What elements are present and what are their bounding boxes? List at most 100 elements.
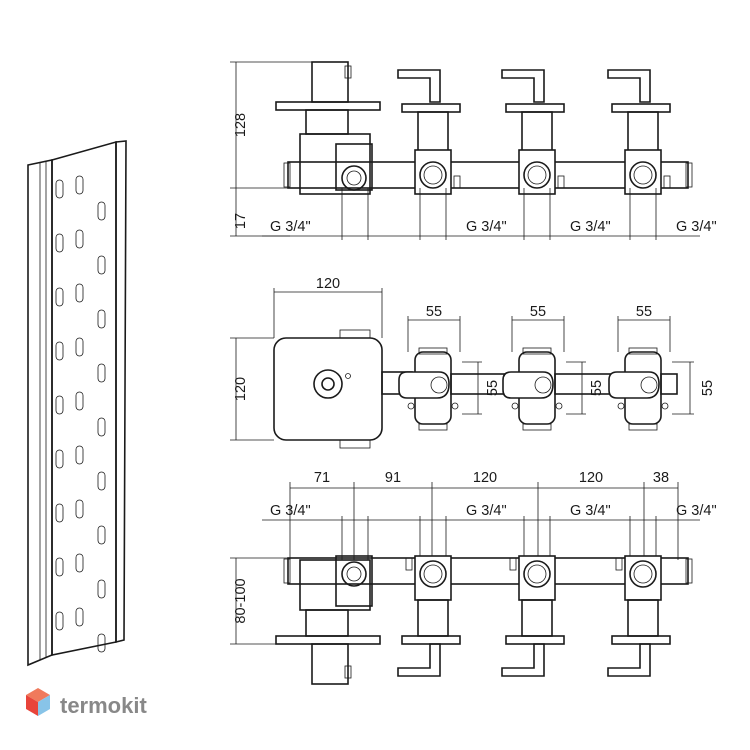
top-height-label: 128 xyxy=(233,113,249,137)
rail-slot xyxy=(97,525,106,545)
bot-dim-label-4: 120 xyxy=(579,470,603,486)
valve-handle xyxy=(397,643,441,677)
valve-clip xyxy=(509,557,517,571)
middle-plan xyxy=(230,288,694,449)
valve-clip xyxy=(557,175,565,189)
valve-outlet-thread xyxy=(423,564,443,584)
valve-escutcheon xyxy=(611,635,671,645)
mid-spacing-label-3: 55 xyxy=(636,304,652,320)
valve-outlet-thread xyxy=(633,564,653,584)
valve-body xyxy=(521,599,553,637)
brand-logo-icon xyxy=(26,688,50,716)
valve-escutcheon xyxy=(401,635,461,645)
valve-body xyxy=(417,599,449,637)
mid-spacing-label-1: 55 xyxy=(426,304,442,320)
pipe-end-left xyxy=(283,558,291,584)
rail-slot xyxy=(75,553,84,573)
valve-outlet xyxy=(419,161,447,189)
rail-slot xyxy=(55,287,64,307)
valve-body xyxy=(627,599,659,637)
valve-escutcheon xyxy=(401,103,461,113)
top-thread-label-4: G 3/4" xyxy=(676,219,717,235)
mid-side-label-1: 55 xyxy=(485,380,501,396)
valve-escutcheon xyxy=(505,103,565,113)
valve-plan-top xyxy=(418,347,448,355)
pipe-end-left xyxy=(283,162,291,188)
valve-plan-bottom xyxy=(628,423,658,431)
rail-slot xyxy=(97,633,106,653)
rail-slot xyxy=(75,283,84,303)
bot-dim-label-1: 71 xyxy=(314,470,330,486)
rail-slot xyxy=(55,341,64,361)
mid-height-label: 120 xyxy=(233,377,249,401)
valve-escutcheon xyxy=(505,635,565,645)
valve-stem xyxy=(640,376,658,394)
valve-clip xyxy=(663,175,671,189)
valve-handle xyxy=(501,643,545,677)
rail-slot xyxy=(97,363,106,383)
bot-dim-label-5: 38 xyxy=(653,470,669,486)
bot-dim-label-2: 91 xyxy=(385,470,401,486)
rail-slot xyxy=(75,175,84,195)
rail-slot xyxy=(55,449,64,469)
valve-outlet-thread xyxy=(423,165,443,185)
valve-escutcheon xyxy=(611,103,671,113)
valve-outlet xyxy=(523,560,551,588)
rail-slot xyxy=(55,395,64,415)
pipe-end-right xyxy=(685,162,693,188)
bottom-elevation xyxy=(230,482,700,685)
rail-slot xyxy=(55,233,64,253)
valve-handle-plan xyxy=(502,371,554,399)
bot-depth-label: 80-100 xyxy=(233,578,249,623)
valve-outlet xyxy=(629,560,657,588)
valve-outlet-thread xyxy=(527,165,547,185)
top-offset-label: 17 xyxy=(233,213,249,229)
valve-outlet-thread xyxy=(633,165,653,185)
top-thread-label-3: G 3/4" xyxy=(570,219,611,235)
valve-stem xyxy=(430,376,448,394)
valve-screw xyxy=(555,402,563,410)
mid-width-label: 120 xyxy=(316,276,340,292)
bot-thread-label-1: G 3/4" xyxy=(270,503,311,519)
bot-thread-label-2: G 3/4" xyxy=(466,503,507,519)
rail-slot xyxy=(75,391,84,411)
rail-slot xyxy=(75,607,84,627)
bot-thread-label-4: G 3/4" xyxy=(676,503,717,519)
valve-handle xyxy=(397,69,441,103)
rail-slot xyxy=(55,503,64,523)
valve-handle xyxy=(607,69,651,103)
valve-plan-bottom xyxy=(418,423,448,431)
valve-screw xyxy=(617,402,625,410)
rail-slot xyxy=(75,337,84,357)
valve-handle-plan xyxy=(398,371,450,399)
mounting-rail xyxy=(27,140,127,667)
rail-slot xyxy=(75,445,84,465)
mid-side-label-3: 55 xyxy=(700,380,716,396)
valve-stem xyxy=(534,376,552,394)
valve-clip xyxy=(453,175,461,189)
rail-slot xyxy=(97,255,106,275)
top-thread-label-2: G 3/4" xyxy=(466,219,507,235)
rail-slot xyxy=(97,471,106,491)
mid-spacing-label-2: 55 xyxy=(530,304,546,320)
valve-screw xyxy=(407,402,415,410)
valve-outlet xyxy=(629,161,657,189)
manifold-pipe-end xyxy=(660,373,678,395)
bot-dim-label-3: 120 xyxy=(473,470,497,486)
valve-outlet xyxy=(523,161,551,189)
valve-plan-top xyxy=(522,347,552,355)
valve-handle xyxy=(607,643,651,677)
valve-plan-top xyxy=(628,347,658,355)
valve-outlet xyxy=(419,560,447,588)
rail-slots xyxy=(55,175,106,653)
valve-clip xyxy=(405,557,413,571)
rail-slot xyxy=(97,579,106,599)
rail-slot xyxy=(55,611,64,631)
rail-slot xyxy=(97,201,106,221)
bot-thread-label-3: G 3/4" xyxy=(570,503,611,519)
valve-plan-bottom xyxy=(522,423,552,431)
valve-handle xyxy=(501,69,545,103)
rail-slot xyxy=(55,557,64,577)
top-thread-label-1: G 3/4" xyxy=(270,219,311,235)
